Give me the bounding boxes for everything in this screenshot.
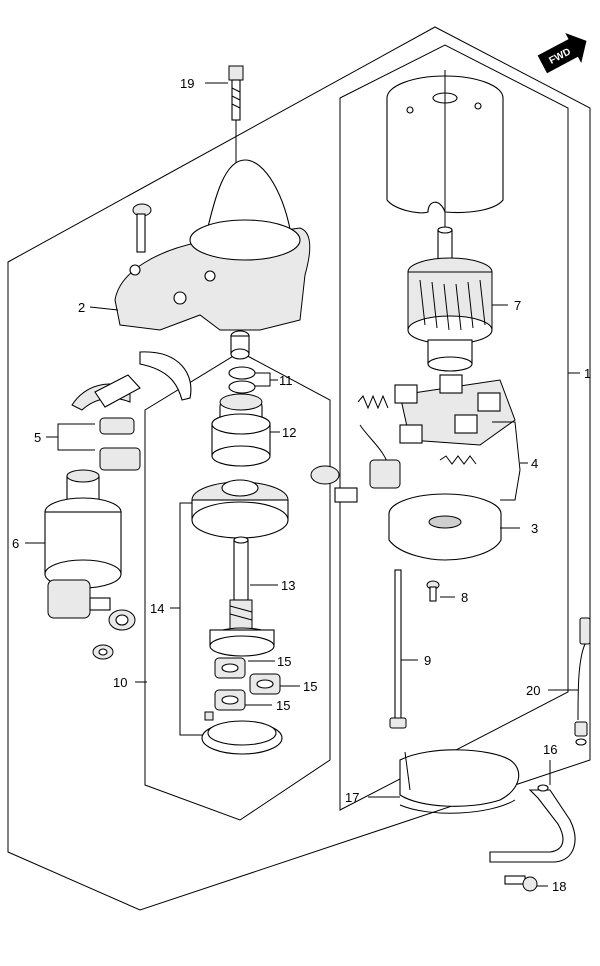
- callout-17: 17: [345, 790, 359, 805]
- leader-bracket: [492, 421, 521, 471]
- planetary-gear-part: [214, 657, 281, 711]
- callout-2: 2: [78, 300, 85, 315]
- fwd-arrow-icon: FWD: [537, 32, 587, 74]
- callout-10: 10: [113, 675, 127, 690]
- snap-ring-part: [228, 366, 256, 394]
- nut-part: [92, 609, 136, 660]
- bolt-part: [228, 65, 244, 121]
- callout-19: 19: [180, 76, 194, 91]
- callout-13: 13: [281, 578, 295, 593]
- small-screw-part: [426, 580, 440, 602]
- output-shaft-part: [209, 536, 275, 657]
- callout-15a: 15: [277, 654, 291, 669]
- through-bolt-part: [389, 569, 407, 729]
- drive-plate-part: [191, 479, 289, 539]
- packing-part: [99, 417, 141, 471]
- callout-1: 1: [584, 366, 591, 381]
- end-frame-part: [388, 493, 502, 561]
- callout-16: 16: [543, 742, 557, 757]
- leader-line: [89, 306, 119, 311]
- assembly-boundary-motor: [339, 44, 569, 811]
- callout-5: 5: [34, 430, 41, 445]
- callout-9: 9: [424, 653, 431, 668]
- leader-bracket: [500, 469, 521, 501]
- leader-bracket: [57, 423, 95, 451]
- callout-8: 8: [461, 590, 468, 605]
- callout-6: 6: [12, 536, 19, 551]
- armature-part: [407, 226, 493, 372]
- callout-11: 11: [279, 373, 293, 388]
- drive-housing-part: [114, 159, 311, 331]
- callout-4: 4: [531, 456, 538, 471]
- brush-holder-part: [394, 374, 516, 446]
- lead-wire-part: [574, 617, 591, 746]
- mount-bolt-part: [504, 875, 538, 892]
- callout-15c: 15: [276, 698, 290, 713]
- callout-20: 20: [526, 683, 540, 698]
- callout-12: 12: [282, 425, 296, 440]
- callout-14: 14: [150, 601, 164, 616]
- screw-part: [132, 203, 152, 253]
- spring-part: [357, 394, 477, 465]
- solenoid-part: [44, 469, 122, 619]
- brush-lead-part: [310, 424, 401, 503]
- callout-3: 3: [531, 521, 538, 536]
- leader-bracket: [255, 372, 271, 387]
- bushing-part: [230, 330, 250, 360]
- assembly-boundary-outer: [7, 26, 591, 911]
- ring-gear-part: [201, 711, 283, 755]
- band-part: [399, 749, 520, 814]
- callout-7: 7: [514, 298, 521, 313]
- callout-15b: 15: [303, 679, 317, 694]
- shift-lever-part: [71, 351, 192, 411]
- callout-18: 18: [552, 879, 566, 894]
- strap-bracket-part: [489, 784, 576, 863]
- pinion-gear-part: [211, 393, 271, 467]
- leader-bracket: [179, 502, 205, 736]
